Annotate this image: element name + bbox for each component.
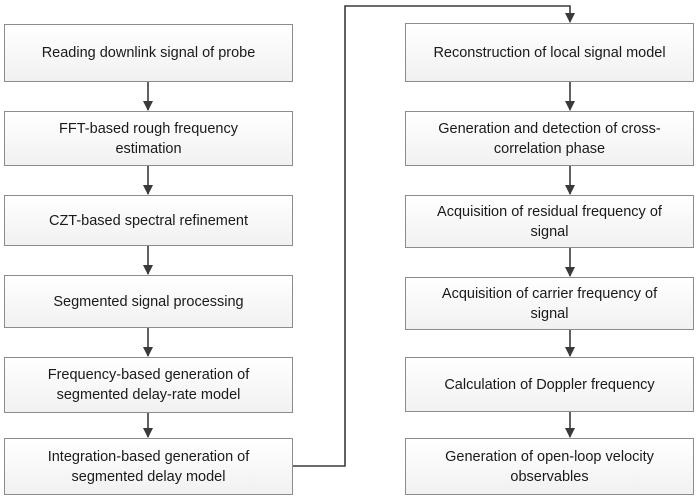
step-label: Generation of open-loop velocity observa… xyxy=(445,448,654,485)
step-label: Reconstruction of local signal model xyxy=(433,44,666,61)
step-label: Generation and detection of cross-correl… xyxy=(438,120,661,157)
step-cross-correlation-phase: Generation and detection of cross-correl… xyxy=(405,111,694,166)
step-czt-spectral-refinement: CZT-based spectral refinement xyxy=(4,195,293,246)
step-label: Segmented signal processing xyxy=(53,293,244,310)
step-carrier-frequency: Acquisition of carrier frequency of sign… xyxy=(405,277,694,330)
step-label: Calculation of Doppler frequency xyxy=(444,376,655,393)
step-label: Reading downlink signal of probe xyxy=(41,45,256,61)
step-reconstruct-local-signal: Reconstruction of local signal model xyxy=(405,23,694,82)
step-label: Integration-based generation of segmente… xyxy=(47,448,250,485)
step-label: FFT-based rough frequency estimation xyxy=(59,120,238,157)
step-label: Acquisition of residual frequency of sig… xyxy=(437,203,662,240)
step-label: Acquisition of carrier frequency of sign… xyxy=(441,285,658,322)
step-label: Frequency-based generation of segmented … xyxy=(47,367,250,403)
step-label: CZT-based spectral refinement xyxy=(48,212,249,229)
step-doppler-frequency: Calculation of Doppler frequency xyxy=(405,357,694,412)
step-residual-frequency: Acquisition of residual frequency of sig… xyxy=(405,195,694,248)
step-delay-rate-model: Frequency-based generation of segmented … xyxy=(4,357,293,413)
step-delay-model: Integration-based generation of segmente… xyxy=(4,438,293,495)
step-segmented-signal-processing: Segmented signal processing xyxy=(4,275,293,328)
arrow-left-to-right xyxy=(293,5,575,467)
step-open-loop-velocity: Generation of open-loop velocity observa… xyxy=(405,438,694,495)
step-fft-rough-frequency: FFT-based rough frequency estimation xyxy=(4,111,293,166)
step-read-downlink-signal: Reading downlink signal of probe xyxy=(4,24,293,82)
